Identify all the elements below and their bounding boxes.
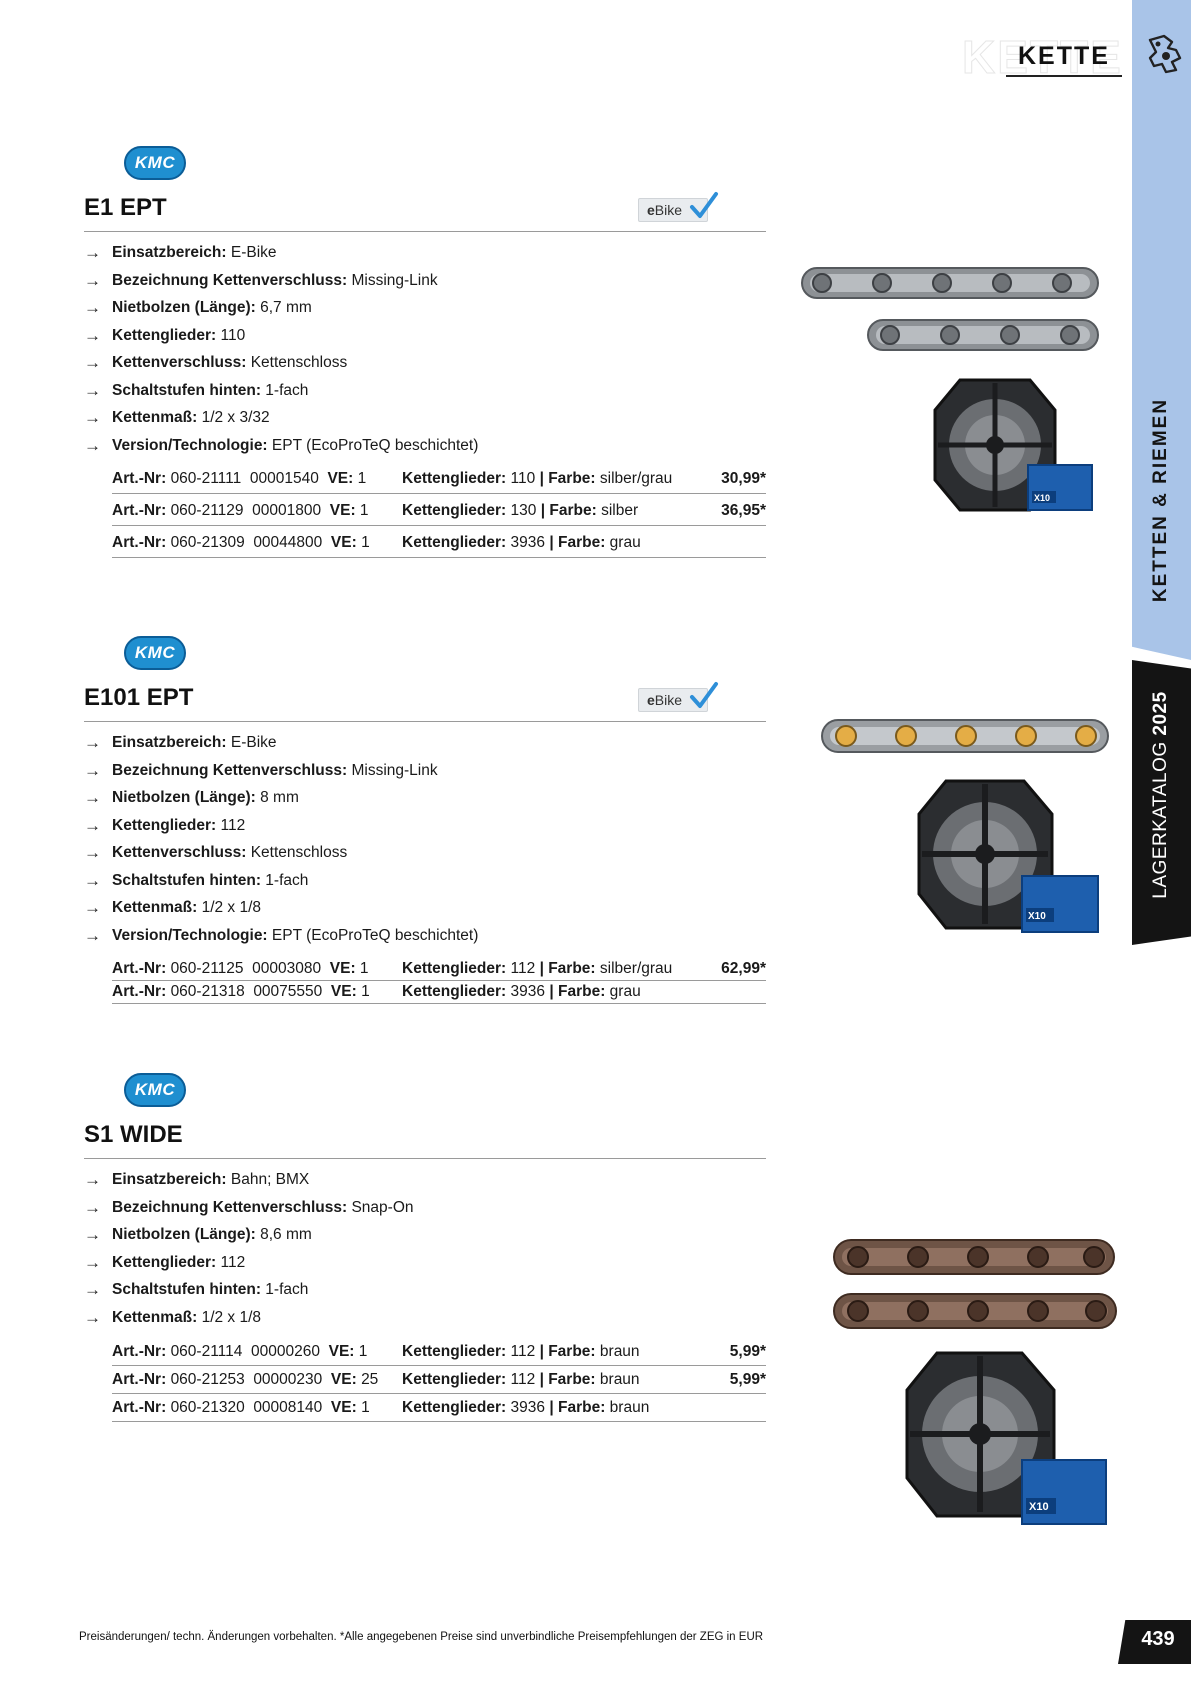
checkmark-icon [690,192,718,218]
kmc-logo: KMC [124,636,186,670]
row-rule [112,1365,766,1366]
spec-item: →Kettenglieder: 110 [84,325,246,345]
price: 36,95* [721,502,766,519]
spec-item: →Bezeichnung Kettenverschluss: Missing-L… [84,270,438,290]
page-title: KETTE [1018,42,1110,70]
spec-item: →Einsatzbereich: E-Bike [84,733,277,752]
arrow-right-icon: → [84,733,101,752]
chain-reel-image: X10 [933,378,1093,512]
spec-item: →Schaltstufen hinten: 1-fach [84,1280,309,1299]
sidebar-blue-band [1132,0,1191,660]
price: 62,99* [721,960,766,977]
arrow-right-icon: → [84,925,101,945]
arrow-right-icon: → [84,270,101,290]
spec-item: →Schaltstufen hinten: 1-fach [84,870,309,890]
spec-item: →Kettenmaß: 1/2 x 1/8 [84,898,262,917]
title-rule [84,231,766,232]
arrow-right-icon: → [84,325,101,345]
ebike-badge: eBike [638,682,718,712]
chain-reel-image: X10 [905,1351,1107,1525]
arrow-right-icon: → [84,870,101,890]
arrow-right-icon: → [84,298,101,317]
arrow-right-icon: → [84,1225,101,1244]
row-rule [112,980,766,981]
spec-item: →Kettenmaß: 1/2 x 3/32 [84,408,270,427]
reel-box-label: X10 [1028,911,1046,922]
product-section-e1-ept: KMC E1 EPT eBike →Einsatzbereich: E-Bike… [84,146,766,566]
arrow-right-icon: → [84,408,101,427]
row-rule [112,1393,766,1394]
arrow-right-icon: → [84,243,101,262]
spec-item: →Kettenverschluss: Kettenschloss [84,353,348,372]
product-section-s1-wide: KMC S1 WIDE →Einsatzbereich: Bahn; BMX →… [84,1073,766,1443]
spec-item: →Nietbolzen (Länge): 8,6 mm [84,1225,312,1244]
spec-item: →Bezeichnung Kettenverschluss: Snap-On [84,1197,414,1217]
checkmark-icon [690,682,718,708]
product-title: E1 EPT [84,194,167,221]
spec-item: →Nietbolzen (Länge): 8 mm [84,788,299,807]
spec-item: →Version/Technologie: EPT (EcoProTeQ bes… [84,435,479,455]
arrow-right-icon: → [84,788,101,807]
spec-list: →Einsatzbereich: Bahn; BMX →Bezeichnung … [84,1170,414,1336]
arrow-right-icon: → [84,380,101,400]
spec-item: →Schaltstufen hinten: 1-fach [84,380,309,400]
price: 5,99* [729,1371,766,1388]
spec-item: →Nietbolzen (Länge): 6,7 mm [84,298,312,317]
arrow-right-icon: → [84,1197,101,1217]
spec-item: →Kettenmaß: 1/2 x 1/8 [84,1307,262,1327]
spec-item: →Kettenglieder: 112 [84,815,246,835]
catalog-year: 2025 [1150,691,1171,736]
spec-item: →Bezeichnung Kettenverschluss: Missing-L… [84,760,438,780]
footer-note: Preisänderungen/ techn. Änderungen vorbe… [79,1631,764,1643]
row-rule [112,557,766,558]
spec-item: →Kettenglieder: 112 [84,1252,246,1272]
chain-image-brown [833,1239,1117,1329]
chain-image-silver [801,267,1099,351]
sidebar-black-band [1132,660,1191,945]
reel-box-label: X10 [1029,1501,1049,1513]
price: 5,99* [729,1343,766,1360]
arrow-right-icon: → [84,815,101,835]
spec-list: →Einsatzbereich: E-Bike →Bezeichnung Ket… [84,733,479,954]
sidebar-catalog-label: LAGERKATALOG 2025 [1150,691,1172,898]
title-rule [84,1158,766,1159]
row-rule [112,1003,766,1004]
spec-item: →Einsatzbereich: Bahn; BMX [84,1170,310,1189]
price: 30,99* [721,470,766,487]
title-rule [84,721,766,722]
ebike-badge: eBike [638,192,718,222]
reel-box-label: X10 [1034,493,1050,503]
arrow-right-icon: → [84,1280,101,1299]
arrow-right-icon: → [84,435,101,455]
row-rule [112,493,766,494]
chain-reel-image: X10 [917,779,1099,933]
title-underline [1006,75,1122,77]
arrow-right-icon: → [84,1170,101,1189]
arrow-right-icon: → [84,898,101,917]
spec-list: →Einsatzbereich: E-Bike →Bezeichnung Ket… [84,243,479,464]
chain-image-e101 [821,719,1109,753]
arrow-right-icon: → [84,1307,101,1327]
spec-item: →Kettenverschluss: Kettenschloss [84,843,348,862]
spec-item: →Version/Technologie: EPT (EcoProTeQ bes… [84,925,479,945]
product-title: S1 WIDE [84,1121,183,1148]
spec-item: →Einsatzbereich: E-Bike [84,243,277,262]
row-rule [112,1421,766,1422]
page-number: 439 [1141,1628,1175,1650]
page-number-background [1118,1620,1191,1664]
row-rule [112,525,766,526]
arrow-right-icon: → [84,1252,101,1272]
arrow-right-icon: → [84,843,101,862]
sidebar-section-label: KETTEN & RIEMEN [1150,397,1171,603]
derailleur-icon [1148,34,1182,74]
arrow-right-icon: → [84,353,101,372]
product-title: E101 EPT [84,684,194,711]
arrow-right-icon: → [84,760,101,780]
product-section-e101-ept: KMC E101 EPT eBike →Einsatzbereich: E-Bi… [84,636,766,1016]
header-ghost-title: KETTE [962,31,1123,84]
kmc-logo: KMC [124,1073,186,1107]
kmc-logo: KMC [124,146,186,180]
catalog-label: LAGERKATALOG [1150,741,1171,899]
